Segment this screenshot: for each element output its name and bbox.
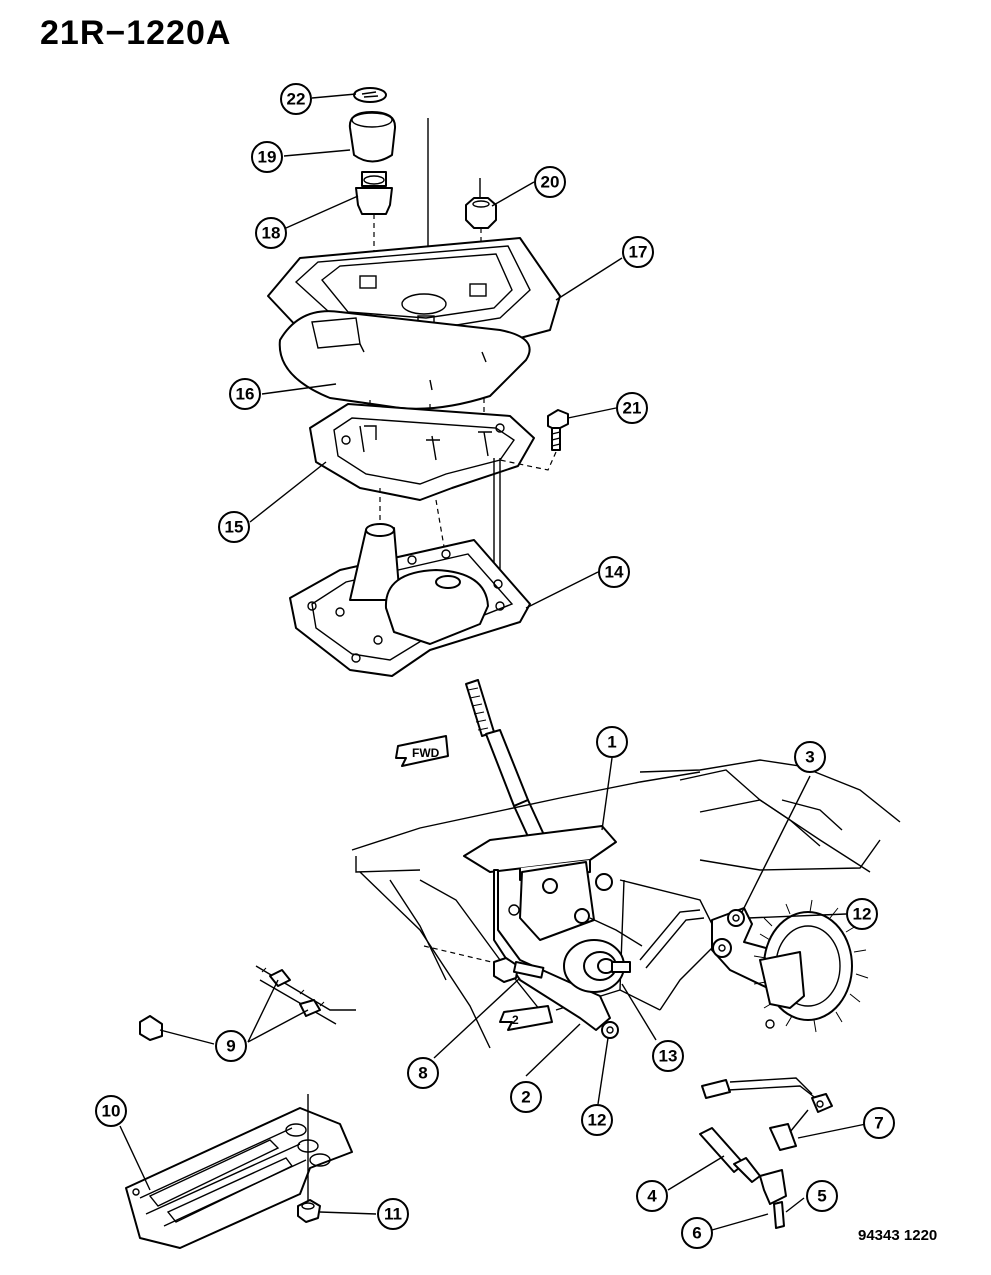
svg-text:7: 7: [874, 1114, 883, 1133]
svg-text:20: 20: [541, 173, 560, 192]
callout-12-lower: 12: [581, 1104, 613, 1136]
callout-19: 19: [251, 141, 283, 173]
shifter-bracket: [463, 825, 617, 1031]
callout-4: 4: [636, 1180, 668, 1212]
forward-arrow-icon: FWD: [395, 735, 449, 767]
svg-text:22: 22: [287, 90, 306, 109]
callout-21: 21: [616, 392, 648, 424]
shift-lever: [465, 679, 551, 855]
boot-retainer: [309, 403, 535, 501]
shift-knob: [348, 111, 397, 163]
svg-text:13: 13: [659, 1047, 678, 1066]
bezel-screw: [547, 409, 569, 451]
linkage-detail: [699, 1077, 833, 1229]
svg-text:14: 14: [605, 563, 624, 582]
callout-16: 16: [229, 378, 261, 410]
knob-adapter: [355, 171, 393, 215]
svg-text:16: 16: [236, 385, 255, 404]
svg-text:12: 12: [588, 1111, 607, 1130]
callout-18: 18: [255, 217, 287, 249]
bracket-nut: [601, 1021, 619, 1039]
callout-2: 2: [510, 1081, 542, 1113]
callout-13: 13: [652, 1040, 684, 1072]
callout-8: 8: [407, 1057, 439, 1089]
svg-text:4: 4: [647, 1187, 657, 1206]
leader-lines: [119, 93, 867, 1231]
callout-5: 5: [806, 1180, 838, 1212]
svg-text:1: 1: [607, 733, 616, 752]
svg-text:9: 9: [226, 1037, 235, 1056]
callout-9: 9: [215, 1030, 247, 1062]
callout-1: 1: [596, 726, 628, 758]
retaining-nut: [465, 178, 497, 229]
callout-3: 3: [794, 741, 826, 773]
floor-clips: [139, 965, 356, 1041]
callout-10: 10: [95, 1095, 127, 1127]
svg-text:19: 19: [258, 148, 277, 167]
shifter-boot: [278, 310, 531, 410]
svg-text:2: 2: [521, 1088, 530, 1107]
svg-text:3: 3: [805, 748, 814, 767]
callout-22: 22: [280, 83, 312, 115]
callout-17: 17: [622, 236, 654, 268]
svg-text:12: 12: [853, 905, 872, 924]
direction-arrow-label: 2: [512, 1013, 519, 1027]
pivot-bushing: [563, 939, 631, 993]
callout-6: 6: [681, 1217, 713, 1249]
mounting-bolt: [423, 945, 545, 983]
callout-14: 14: [598, 556, 630, 588]
callout-12-upper: 12: [846, 898, 878, 930]
skid-plate: [125, 1094, 353, 1249]
forward-arrow-label: FWD: [412, 746, 440, 760]
svg-text:15: 15: [225, 518, 244, 537]
callout-15: 15: [218, 511, 250, 543]
direction-arrow-icon: 2: [499, 1005, 553, 1031]
skid-plate-bolt: [297, 1199, 321, 1223]
svg-text:11: 11: [384, 1205, 402, 1224]
svg-text:18: 18: [262, 224, 281, 243]
svg-text:21: 21: [623, 399, 642, 418]
diagram-title: 21R−1220A: [40, 14, 232, 52]
floor-tunnel: [351, 759, 901, 1049]
transmission-housing: [753, 899, 869, 1033]
callout-7: 7: [863, 1107, 895, 1139]
svg-text:5: 5: [817, 1187, 826, 1206]
callout-11: 11: [377, 1198, 409, 1230]
svg-text:17: 17: [629, 243, 648, 262]
svg-text:6: 6: [692, 1224, 701, 1243]
svg-text:8: 8: [418, 1064, 427, 1083]
callout-20: 20: [534, 166, 566, 198]
svg-text:10: 10: [102, 1102, 121, 1121]
shift-knob-cap: [353, 87, 387, 103]
diagram-code: 94343 1220: [858, 1227, 938, 1244]
shifter-base-plate: [289, 523, 531, 677]
